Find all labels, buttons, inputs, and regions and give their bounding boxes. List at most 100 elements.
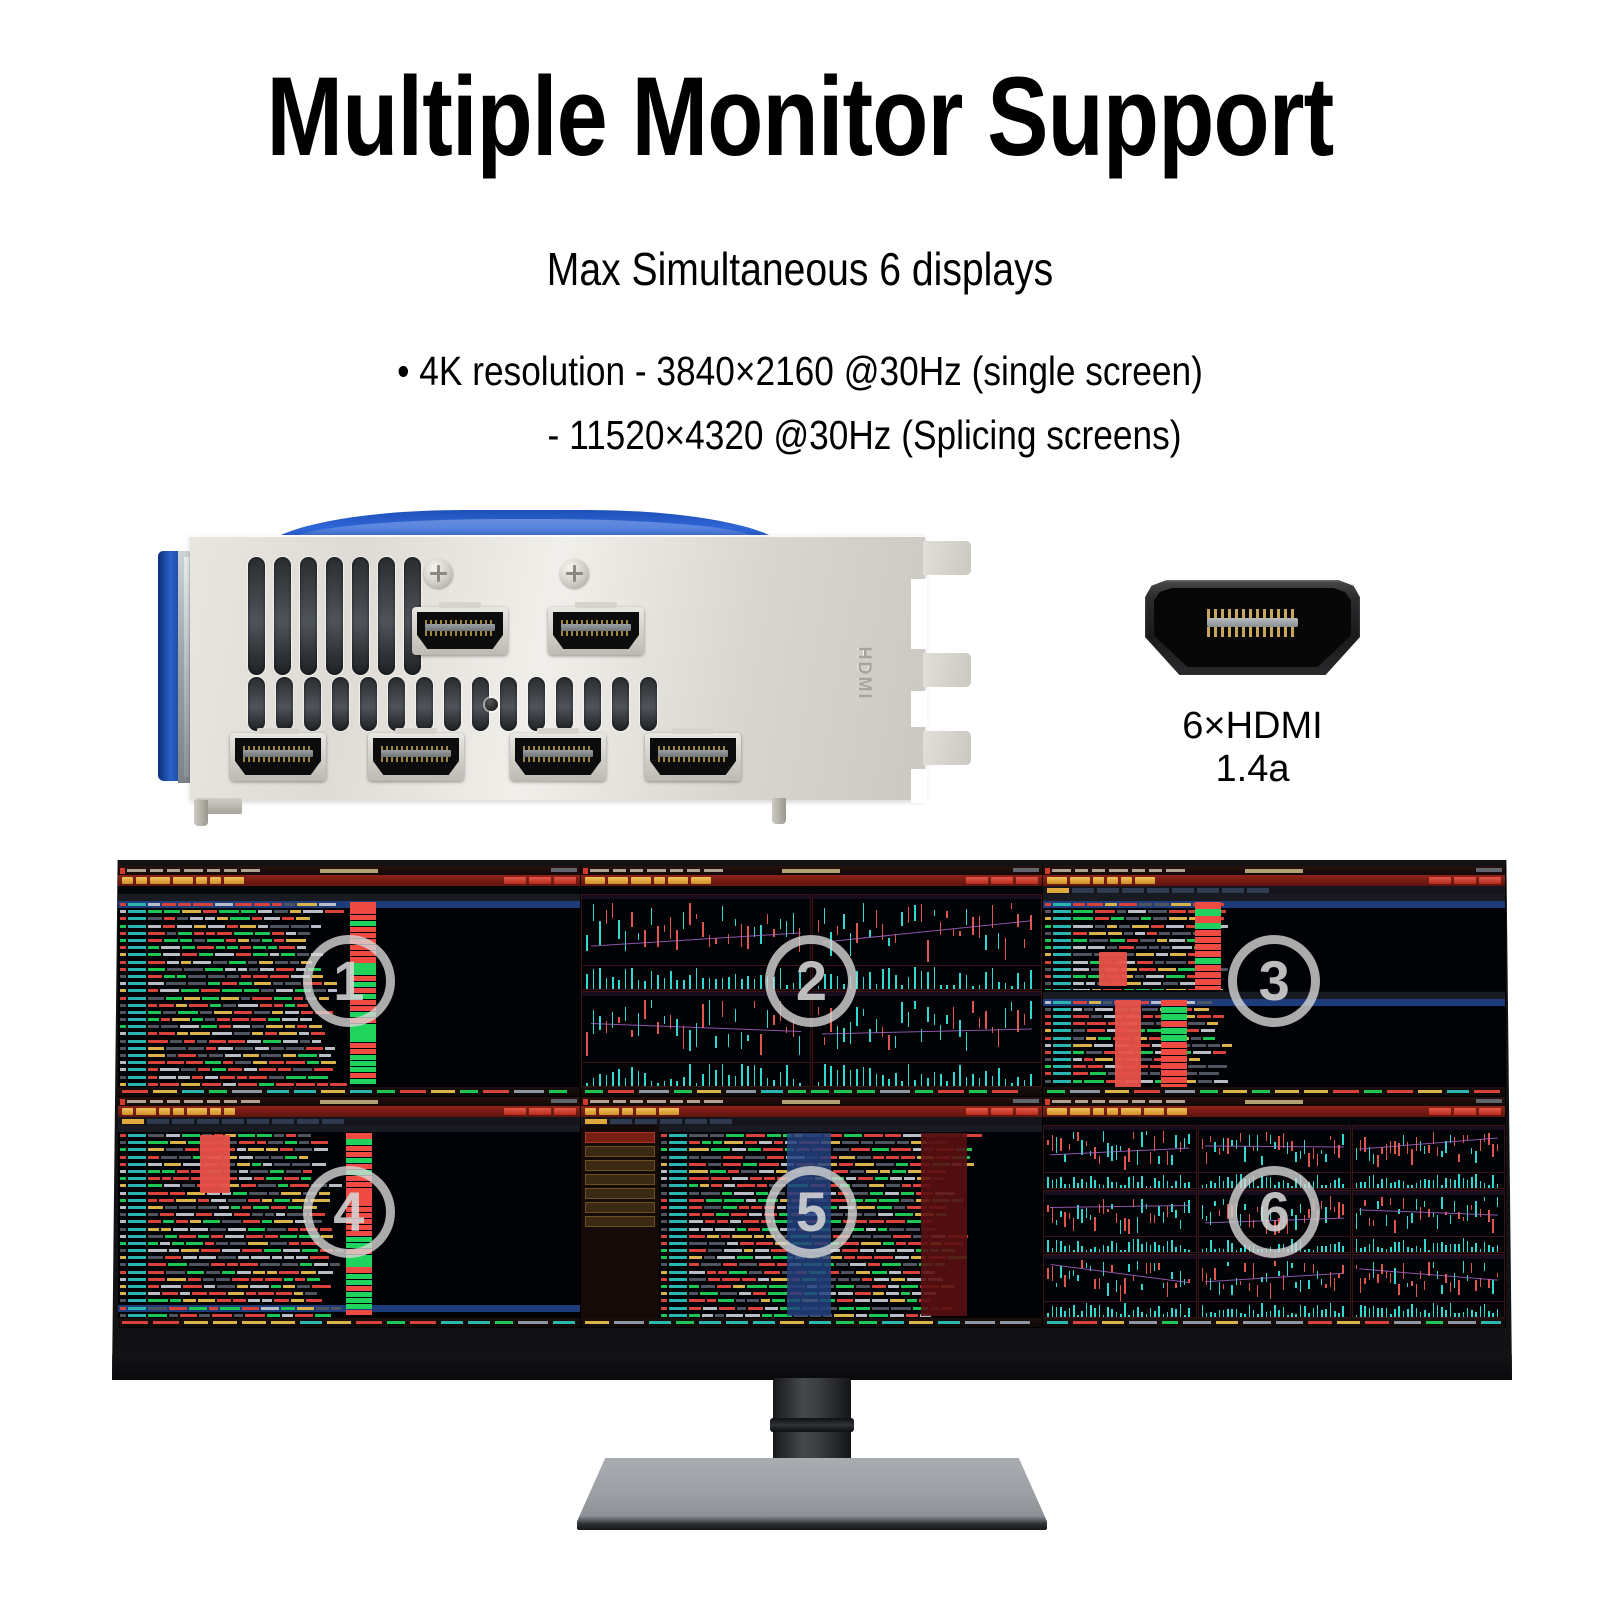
table-row[interactable] (659, 1269, 1042, 1276)
table-row[interactable] (659, 1132, 1042, 1139)
app-tab[interactable] (1247, 887, 1270, 893)
table-row[interactable] (659, 1204, 1042, 1211)
display-pane-5[interactable]: 5 (580, 1097, 1044, 1328)
display-pane-1[interactable]: 1 (118, 866, 581, 1097)
window-controls[interactable] (1475, 1099, 1502, 1103)
toolbar-button[interactable] (528, 1108, 551, 1115)
toolbar-button[interactable] (136, 1108, 156, 1115)
menu-item[interactable] (1132, 869, 1146, 872)
toolbar-button[interactable] (136, 877, 147, 884)
app-tab[interactable] (272, 1118, 294, 1124)
toolbar-button[interactable] (1144, 1108, 1165, 1115)
table-row[interactable] (1043, 1063, 1505, 1070)
chart-tile[interactable] (1197, 1254, 1351, 1318)
table-row[interactable] (118, 966, 580, 973)
menu-item[interactable] (1149, 869, 1163, 872)
table-row[interactable] (118, 1066, 580, 1073)
menu-item[interactable] (629, 1100, 643, 1103)
display-pane-2[interactable]: 2 (580, 866, 1044, 1097)
app-tab[interactable] (1222, 887, 1245, 893)
menu-item[interactable] (184, 869, 203, 872)
toolbar-button[interactable] (1070, 1108, 1091, 1115)
table-row[interactable] (659, 1254, 1042, 1261)
app-tab[interactable] (1097, 887, 1120, 893)
toolbar-button[interactable] (187, 1108, 207, 1115)
menu-entry[interactable] (584, 1188, 656, 1199)
menu-item[interactable] (589, 1100, 609, 1103)
toolbar-button[interactable] (658, 1108, 679, 1115)
menu-item[interactable] (1075, 1100, 1089, 1103)
table-row[interactable] (1043, 1034, 1505, 1041)
menu-item[interactable] (1092, 1100, 1106, 1103)
toolbar-button[interactable] (1107, 1108, 1119, 1115)
menu-entry[interactable] (584, 1160, 656, 1171)
app-tab[interactable] (147, 1118, 169, 1124)
toolbar-button[interactable] (1047, 1108, 1068, 1115)
chart-tile[interactable] (1043, 1189, 1197, 1254)
table-row[interactable] (118, 915, 580, 922)
app-tab[interactable] (172, 1118, 194, 1124)
toolbar-button[interactable] (1047, 877, 1068, 884)
menu-item[interactable] (224, 869, 237, 872)
chart-tile[interactable] (811, 991, 1043, 1087)
toolbar-button[interactable] (173, 877, 193, 884)
toolbar-button[interactable] (690, 877, 711, 884)
toolbar-button[interactable] (224, 1108, 235, 1115)
table-row[interactable] (659, 1139, 1042, 1146)
toolbar-button[interactable] (1428, 877, 1451, 884)
toolbar-button[interactable] (991, 877, 1014, 884)
toolbar-button[interactable] (966, 877, 989, 884)
data-table[interactable] (118, 1125, 580, 1318)
window-controls[interactable] (550, 868, 577, 872)
app-tab[interactable] (1147, 887, 1170, 893)
table-row[interactable] (118, 901, 580, 909)
chart-tile[interactable] (811, 894, 1043, 990)
table-row[interactable] (659, 1154, 1042, 1161)
table-row[interactable] (118, 1312, 580, 1318)
menu-item[interactable] (1149, 1100, 1163, 1103)
table-row[interactable] (659, 1161, 1042, 1168)
app-tab[interactable] (322, 1118, 344, 1124)
toolbar-button[interactable] (653, 877, 665, 884)
toolbar-button[interactable] (503, 877, 526, 884)
display-pane-3[interactable]: 3 (1043, 866, 1506, 1097)
chart-tile[interactable] (580, 894, 811, 990)
menu-entry[interactable] (584, 1174, 656, 1185)
toolbar-button[interactable] (159, 1108, 170, 1115)
data-table[interactable] (1043, 894, 1505, 990)
app-tab[interactable] (709, 1118, 732, 1124)
table-row[interactable] (659, 1197, 1042, 1204)
left-menu-panel[interactable] (580, 1125, 660, 1318)
table-row[interactable] (118, 937, 580, 944)
toolbar-button[interactable] (667, 877, 688, 884)
menu-item[interactable] (612, 869, 626, 872)
table-row[interactable] (118, 930, 580, 937)
toolbar-button[interactable] (991, 1108, 1014, 1115)
table-row[interactable] (659, 1225, 1042, 1232)
table-row[interactable] (118, 1002, 580, 1009)
toolbar-button[interactable] (598, 1108, 619, 1115)
menu-item[interactable] (241, 869, 260, 872)
menu-item[interactable] (150, 1100, 163, 1103)
toolbar-button[interactable] (966, 1108, 989, 1115)
table-row[interactable] (118, 1247, 580, 1254)
window-controls[interactable] (550, 1099, 577, 1103)
table-row[interactable] (118, 1038, 580, 1045)
menu-item[interactable] (646, 869, 666, 872)
table-row[interactable] (1043, 1078, 1505, 1085)
toolbar-button[interactable] (1167, 1108, 1188, 1115)
menu-item[interactable] (703, 1100, 723, 1103)
menu-item[interactable] (612, 1100, 626, 1103)
table-row[interactable] (118, 1283, 580, 1290)
table-row[interactable] (118, 1269, 580, 1276)
toolbar-button[interactable] (1453, 877, 1476, 884)
toolbar-button[interactable] (630, 877, 651, 884)
menu-item[interactable] (589, 869, 609, 872)
table-row[interactable] (659, 1297, 1042, 1304)
menu-item[interactable] (669, 869, 683, 872)
chart-tile[interactable] (1351, 1189, 1505, 1254)
menu-item[interactable] (1075, 869, 1089, 872)
table-row[interactable] (659, 1182, 1042, 1189)
chart-tile[interactable] (1043, 1125, 1197, 1189)
window-controls[interactable] (1475, 868, 1502, 872)
